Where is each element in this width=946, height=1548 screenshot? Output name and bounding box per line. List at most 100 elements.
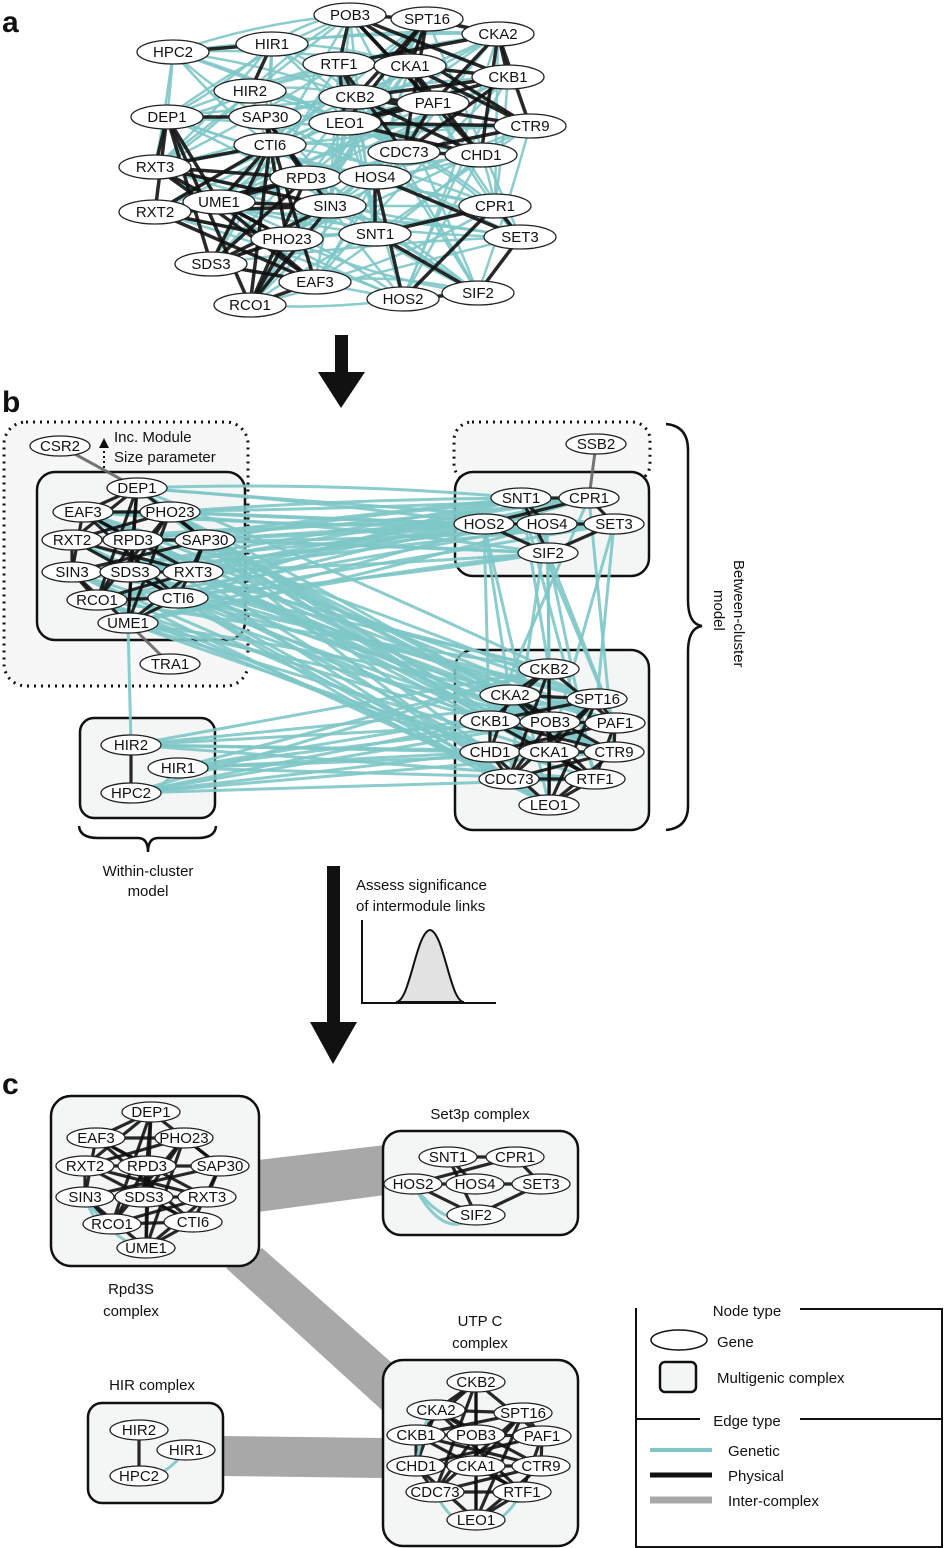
gene-node-rxt3: RXT3 — [177, 1186, 237, 1208]
gene-node-ellipse — [446, 1424, 506, 1446]
gene-node-ctr9: CTR9 — [493, 113, 567, 139]
gene-node-label: SIF2 — [462, 285, 494, 302]
gene-node-label: SIN3 — [313, 198, 346, 215]
between-label-line1: Between-cluster — [730, 560, 747, 668]
gene-node-label: DEP1 — [131, 1104, 170, 1121]
gene-node-label: SET3 — [595, 516, 633, 533]
gene-node-ellipse — [100, 734, 162, 756]
gene-node-label: CHD1 — [396, 1458, 437, 1475]
gene-node-label: CKB2 — [456, 1374, 495, 1391]
genetic-edge — [169, 496, 522, 514]
gene-node-ellipse — [136, 39, 210, 65]
gene-node-label: RXT2 — [66, 1158, 104, 1175]
panel-letter-b: b — [2, 386, 20, 419]
gene-node-ckb1: CKB1 — [459, 710, 521, 732]
gene-node-label: RCO1 — [229, 297, 271, 314]
gene-node-hpc2: HPC2 — [100, 782, 162, 804]
gene-node-label: POB3 — [456, 1427, 496, 1444]
gene-node-label: RCO1 — [76, 592, 118, 609]
gene-node-label: RCO1 — [91, 1216, 133, 1233]
gene-node-ellipse — [106, 477, 168, 499]
gene-node-sds3: SDS3 — [174, 251, 248, 277]
gene-node-label: RPD3 — [286, 170, 326, 187]
genetic-edge — [218, 101, 434, 204]
assess-line2: of intermodule links — [356, 898, 485, 915]
module-size-arrow-head — [99, 438, 109, 448]
inter-complex-rpd3s-set3 — [258, 1145, 385, 1212]
panel-letter-a: a — [2, 6, 19, 39]
gene-node-cti6: CTI6 — [233, 132, 307, 158]
gene-node-ellipse — [66, 1127, 126, 1149]
genetic-edge — [130, 667, 550, 747]
gene-node-label: CSR2 — [40, 438, 80, 455]
gene-node-label: CDC73 — [379, 144, 428, 161]
gene-node-hir2: HIR2 — [100, 734, 162, 756]
assess-line1: Assess significance — [356, 877, 487, 894]
distribution-curve — [395, 928, 465, 1003]
gene-node-label: HPC2 — [111, 785, 151, 802]
gene-node-label: CPR1 — [475, 198, 515, 215]
gene-node-label: DEP1 — [117, 480, 156, 497]
set3-complex-title: Set3p complex — [430, 1106, 530, 1123]
gene-node-rxt2: RXT2 — [118, 199, 192, 225]
gene-node-ellipse — [471, 64, 545, 90]
genetic-edge — [329, 124, 531, 208]
gene-node-label: SIF2 — [460, 1207, 492, 1224]
gene-node-cdc73: CDC73 — [478, 768, 540, 790]
gene-node-label: CKA2 — [478, 26, 517, 43]
gene-node-chd1: CHD1 — [444, 142, 518, 168]
gene-node-label: CKA1 — [529, 744, 568, 761]
gene-node-rtf1: RTF1 — [564, 768, 626, 790]
gene-node-cpr1: CPR1 — [485, 1146, 545, 1168]
gene-node-ellipse — [163, 1211, 223, 1233]
gene-node-ellipse — [250, 226, 324, 252]
gene-node-label: PHO23 — [159, 1130, 208, 1147]
genetic-edge — [249, 235, 521, 307]
gene-node-ellipse — [441, 280, 515, 306]
gene-node-label: CKB2 — [335, 89, 374, 106]
legend-gene-icon — [650, 1329, 708, 1351]
gene-node-ellipse — [318, 84, 392, 110]
gene-node-label: SNT1 — [356, 226, 394, 243]
gene-node-label: SIN3 — [68, 1189, 101, 1206]
gene-node-label: EAF3 — [296, 274, 334, 291]
gene-node-cka2: CKA2 — [479, 684, 541, 706]
gene-node-ellipse — [518, 658, 580, 680]
gene-node-ellipse — [213, 292, 287, 318]
distribution-axes — [361, 920, 496, 1004]
physical-edge — [479, 33, 500, 156]
gene-node-ssb2: SSB2 — [565, 433, 627, 455]
gene-node-hos4: HOS4 — [338, 164, 412, 190]
genetic-edge — [401, 154, 483, 300]
gene-node-cdc73: CDC73 — [405, 1481, 465, 1503]
gene-node-leo1: LEO1 — [308, 110, 382, 136]
gene-node-ellipse — [52, 501, 114, 523]
gene-node-rtf1: RTF1 — [492, 1481, 552, 1503]
gene-node-sif2: SIF2 — [517, 542, 579, 564]
gene-node-label: HOS4 — [455, 1176, 496, 1193]
gene-node-label: LEO1 — [326, 115, 364, 132]
gene-node-ellipse — [512, 1425, 572, 1447]
gene-node-ckb1: CKB1 — [471, 64, 545, 90]
gene-node-ellipse — [405, 1481, 465, 1503]
gene-node-spt16: SPT16 — [390, 6, 464, 32]
gene-node-ellipse — [511, 1173, 571, 1195]
gene-node-label: HOS2 — [393, 1176, 434, 1193]
inter-complex-hir-utpc — [222, 1436, 384, 1478]
module-note-line1: Inc. Module — [114, 429, 192, 446]
gene-node-pob3: POB3 — [446, 1424, 506, 1446]
gene-node-set3: SET3 — [511, 1173, 571, 1195]
gene-node-leo1: LEO1 — [518, 794, 580, 816]
gene-node-label: HIR1 — [169, 1442, 203, 1459]
gene-node-sds3: SDS3 — [99, 561, 161, 583]
down-arrow-1 — [318, 335, 365, 408]
gene-node-label: RXT3 — [174, 564, 212, 581]
gene-node-label: SET3 — [522, 1176, 560, 1193]
gene-node-chd1: CHD1 — [386, 1455, 446, 1477]
gene-node-ellipse — [278, 269, 352, 295]
gene-node-ellipse — [29, 435, 91, 457]
gene-node-label: HPC2 — [153, 44, 193, 61]
legend-complex-icon — [658, 1360, 698, 1394]
gene-node-snt1: SNT1 — [490, 487, 552, 509]
gene-node-ellipse — [114, 1186, 174, 1208]
